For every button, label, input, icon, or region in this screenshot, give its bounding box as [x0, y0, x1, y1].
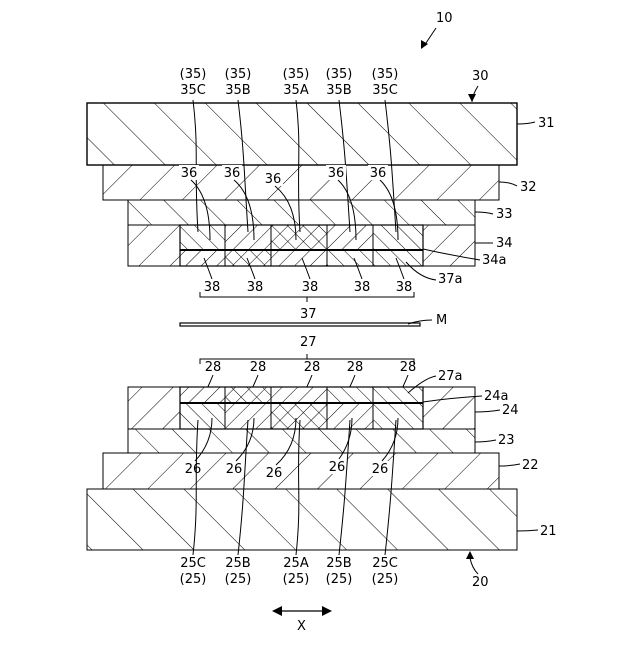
lower-element-25 [271, 403, 327, 429]
assembly-20-label: 20 [472, 575, 489, 590]
lower-tab-label: 26 [185, 462, 202, 477]
lower-elements [180, 387, 423, 429]
label-22: 22 [522, 458, 539, 473]
lower-film-28 [180, 387, 225, 403]
plate-31 [87, 103, 517, 165]
label-31: 31 [538, 116, 555, 131]
label-37a: 37a [438, 272, 463, 287]
lower-film-28 [271, 387, 327, 403]
lower-tab-label: 26 [266, 466, 283, 481]
lower-code-label: 25C [372, 556, 398, 571]
upper-parent-label: (35) [180, 67, 207, 82]
upper-bottom-label: 38 [396, 280, 413, 295]
lower-element-25 [180, 403, 225, 429]
upper-bottom-label: 38 [354, 280, 371, 295]
lower-top-label: 28 [304, 360, 321, 375]
upper-bottom-label: 38 [247, 280, 264, 295]
upper-parent-label: (35) [326, 67, 353, 82]
upper-tab-label: 36 [224, 166, 241, 181]
label-27a: 27a [438, 369, 463, 384]
assembly-20-lead [470, 558, 478, 574]
lower-code-label: 25B [326, 556, 351, 571]
label-32: 32 [520, 180, 537, 195]
lower-parent-label: (25) [225, 572, 252, 587]
figure-number: 10 [436, 11, 453, 26]
lower-parent-label: (25) [372, 572, 399, 587]
plate-22 [103, 453, 499, 489]
lower-tab-label: 26 [372, 462, 389, 477]
lower-parent-label: (25) [326, 572, 353, 587]
upper-element-35 [271, 225, 327, 250]
upper-film-38 [225, 250, 271, 266]
plate-21 [87, 489, 517, 550]
upper-code-label: 35C [372, 83, 398, 98]
upper-parent-label: (35) [225, 67, 252, 82]
plate-33 [128, 200, 475, 225]
upper-film-38 [180, 250, 225, 266]
direction-x-label: X [297, 619, 306, 634]
film-m [180, 323, 420, 326]
upper-film-38 [327, 250, 373, 266]
upper-code-label: 35B [326, 83, 351, 98]
plate-23 [128, 429, 475, 453]
upper-tab-label: 36 [181, 166, 198, 181]
assembly-30-label: 30 [472, 69, 489, 84]
upper-code-label: 35B [225, 83, 250, 98]
assembly-30-arrow [468, 94, 476, 102]
plate-32 [103, 165, 499, 200]
label-33: 33 [496, 207, 513, 222]
label-24a: 24a [484, 389, 509, 404]
lower-code-label: 25C [180, 556, 206, 571]
upper-elements [180, 225, 423, 266]
lower-top-label: 28 [347, 360, 364, 375]
film-m-label: M [436, 313, 447, 328]
upper-tab-label: 36 [370, 166, 387, 181]
upper-code-label: 35A [283, 83, 309, 98]
upper-tab-label: 36 [265, 172, 282, 187]
upper-parent-label: (35) [283, 67, 310, 82]
lower-parent-label: (25) [180, 572, 207, 587]
lower-code-label: 25B [225, 556, 250, 571]
label-24: 24 [502, 403, 519, 418]
upper-film-38 [271, 250, 327, 266]
lower-tab-label: 26 [226, 462, 243, 477]
lower-tab-label: 26 [329, 460, 346, 475]
upper-bottom-label: 38 [302, 280, 319, 295]
lower-film-28 [373, 387, 423, 403]
group-37-label: 37 [300, 307, 317, 322]
lower-top-label: 28 [250, 360, 267, 375]
lower-film-28 [225, 387, 271, 403]
label-34a: 34a [482, 253, 507, 268]
direction-arrow [272, 606, 332, 616]
lower-film-28 [327, 387, 373, 403]
upper-tab-label: 36 [328, 166, 345, 181]
assembly-20-arrow [466, 551, 474, 559]
lower-parent-label: (25) [283, 572, 310, 587]
lower-top-label: 28 [400, 360, 417, 375]
label-34: 34 [496, 236, 513, 251]
upper-bottom-label: 38 [204, 280, 221, 295]
lower-top-label: 28 [205, 360, 222, 375]
label-23: 23 [498, 433, 515, 448]
upper-code-label: 35C [180, 83, 206, 98]
lower-code-label: 25A [283, 556, 309, 571]
upper-parent-label: (35) [372, 67, 399, 82]
group-27-label: 27 [300, 335, 317, 350]
upper-element-35 [180, 225, 225, 250]
label-21: 21 [540, 524, 557, 539]
